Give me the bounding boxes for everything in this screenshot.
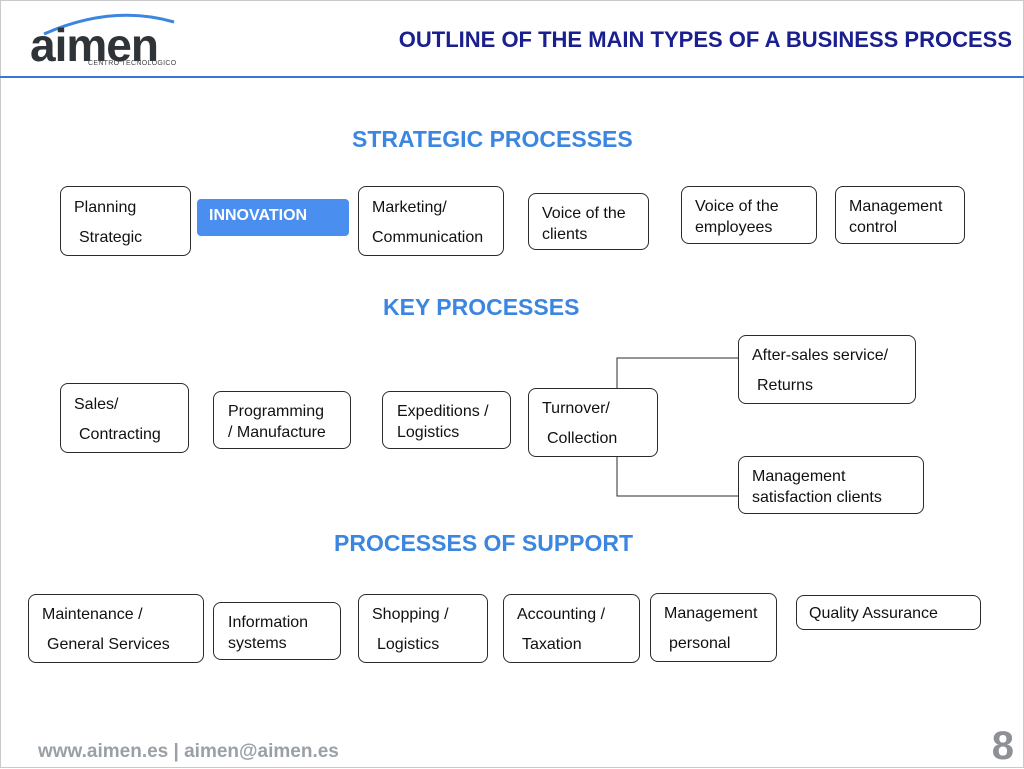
box-line: control bbox=[849, 219, 898, 236]
box-line: Management bbox=[849, 198, 943, 215]
innovation-label: INNOVATION bbox=[197, 199, 349, 236]
section-title-strategic: STRATEGIC PROCESSES bbox=[352, 126, 633, 152]
box-planning-strategic: Planning Strategic bbox=[60, 186, 191, 256]
box-line: Sales/ bbox=[74, 396, 119, 413]
box-line: Information bbox=[228, 614, 309, 631]
box-satisfaction-clients: Management satisfaction clients bbox=[738, 456, 924, 514]
box-voice-clients: Voice of the clients bbox=[528, 193, 649, 250]
box-management-control: Management control bbox=[835, 186, 965, 244]
box-line: / Manufacture bbox=[228, 424, 326, 441]
box-maintenance: Maintenance / General Services bbox=[28, 594, 204, 663]
box-line: personal bbox=[669, 635, 731, 652]
box-line: Voice of the bbox=[695, 198, 779, 215]
box-line: Maintenance / bbox=[42, 606, 143, 623]
box-line: Management bbox=[664, 605, 758, 622]
box-information-systems: Information systems bbox=[213, 602, 341, 660]
box-after-sales: After-sales service/ Returns bbox=[738, 335, 916, 404]
box-line: Returns bbox=[757, 377, 814, 394]
box-line: Contracting bbox=[79, 426, 161, 443]
page-title: OUTLINE OF THE MAIN TYPES OF A BUSINESS … bbox=[398, 27, 1012, 52]
box-line: General Services bbox=[47, 636, 170, 653]
page-number: 8 bbox=[991, 724, 1014, 768]
header-divider bbox=[0, 76, 1024, 78]
box-quality-assurance: Quality Assurance bbox=[796, 595, 981, 630]
box-line: systems bbox=[228, 635, 287, 652]
box-line: Quality Assurance bbox=[809, 605, 938, 622]
box-line: Planning bbox=[74, 199, 137, 216]
box-line: Voice of the bbox=[542, 205, 626, 222]
box-line: Turnover/ bbox=[542, 400, 610, 417]
footer-links: www.aimen.es | aimen@aimen.es bbox=[38, 741, 339, 762]
section-title-support: PROCESSES OF SUPPORT bbox=[334, 530, 634, 556]
box-line: Collection bbox=[547, 430, 618, 447]
box-line: Logistics bbox=[397, 424, 460, 441]
box-line: Expeditions / bbox=[397, 403, 489, 420]
box-voice-employees: Voice of the employees bbox=[681, 186, 817, 244]
box-line: Shopping / bbox=[372, 606, 449, 623]
box-line: Accounting / bbox=[517, 606, 606, 623]
logo-wordmark: aimen bbox=[30, 19, 159, 71]
box-line: Management bbox=[752, 468, 846, 485]
box-line: After-sales service/ bbox=[752, 347, 889, 364]
box-turnover: Turnover/ Collection bbox=[528, 388, 658, 457]
aimen-logo: aimen CENTRO TECNOLÓGICO bbox=[22, 8, 182, 74]
box-accounting: Accounting / Taxation bbox=[503, 594, 640, 663]
box-line: Strategic bbox=[79, 229, 143, 246]
box-line: Programming bbox=[228, 403, 325, 420]
box-line: Taxation bbox=[522, 636, 582, 653]
box-marketing: Marketing/ Communication bbox=[358, 186, 504, 256]
box-line: Logistics bbox=[377, 636, 440, 653]
box-management-personal: Management personal bbox=[650, 593, 777, 662]
box-programming: Programming / Manufacture bbox=[213, 391, 351, 449]
box-line: Communication bbox=[372, 229, 484, 246]
box-line: employees bbox=[695, 219, 773, 236]
box-line: satisfaction clients bbox=[752, 489, 882, 506]
logo-subtitle: CENTRO TECNOLÓGICO bbox=[88, 60, 177, 67]
box-line: clients bbox=[542, 226, 588, 243]
box-shopping: Shopping / Logistics bbox=[358, 594, 488, 663]
box-sales: Sales/ Contracting bbox=[60, 383, 189, 453]
section-title-key: KEY PROCESSES bbox=[383, 294, 580, 320]
box-line: Marketing/ bbox=[372, 199, 447, 216]
box-expeditions: Expeditions / Logistics bbox=[382, 391, 511, 449]
logo-swoosh-icon bbox=[43, 13, 175, 36]
